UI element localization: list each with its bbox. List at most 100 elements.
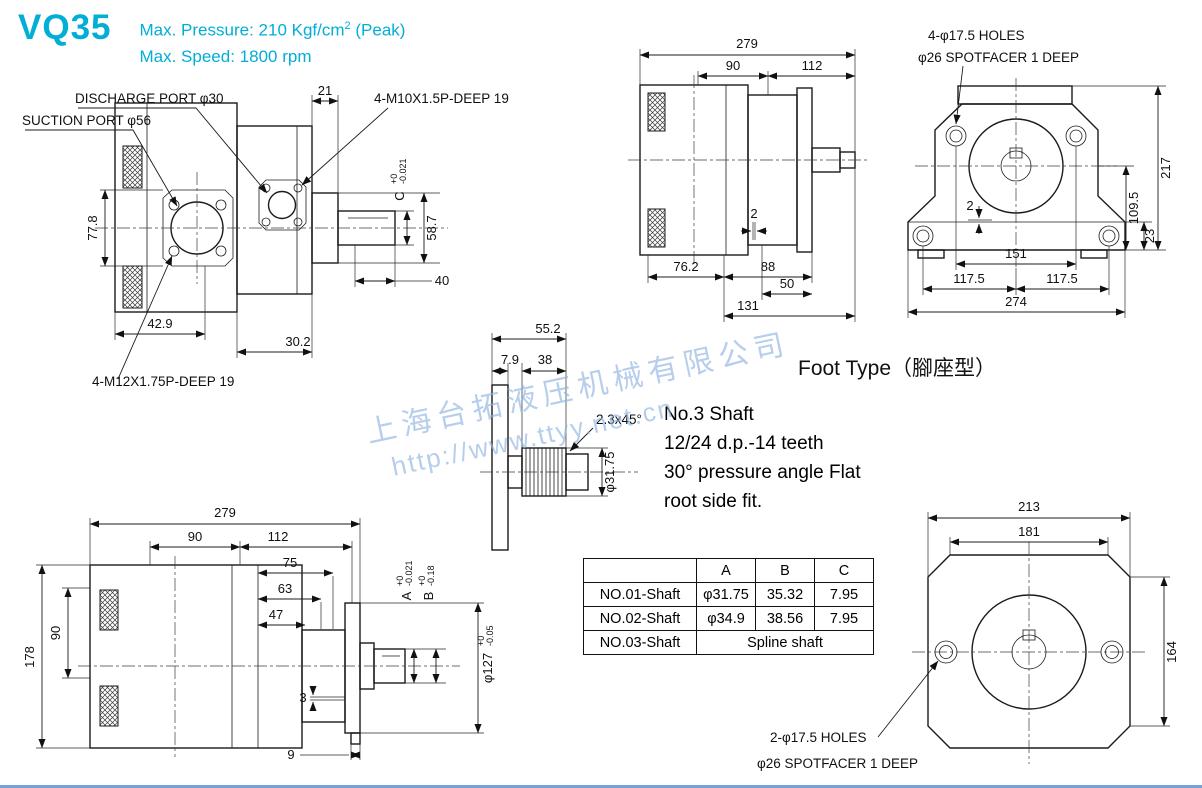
dim-131: 131 (737, 298, 759, 313)
holes-leader (953, 65, 964, 125)
m12-thread-label: 4-M12X1.75P-DEEP 19 (92, 374, 234, 389)
dim-42-9: 42.9 (147, 316, 172, 331)
discharge-flange-outline (258, 179, 307, 231)
dim-2: 2 (966, 198, 973, 213)
table-row: NO.03-Shaft Spline shaft (583, 630, 874, 655)
holes-leader (877, 660, 939, 738)
shaft-note-line-2: 12/24 d.p.-14 teeth (664, 433, 824, 454)
dim-90-left: 90 (48, 626, 63, 640)
dim-178: 178 (22, 646, 37, 668)
dim-117-5-right: 117.5 (1046, 271, 1078, 286)
flange-plate (491, 384, 509, 551)
dim-75: 75 (283, 555, 297, 570)
hatch-pad-bottom (99, 685, 119, 727)
plate-spigot (350, 732, 361, 745)
view-side-section: 21 77.8 C +0 -0.021 58.7 40 42.9 30.2 DI… (22, 83, 509, 389)
dim-213: 213 (1018, 499, 1040, 514)
dim-b-tol-lower: -0.18 (426, 565, 436, 586)
bottom-border-line (0, 785, 1202, 788)
dim-47: 47 (269, 607, 283, 622)
dim-38: 38 (538, 352, 552, 367)
dim-279: 279 (214, 505, 236, 520)
extension-lines (927, 512, 1170, 727)
dim-dia-31-75: φ31.75 (602, 452, 617, 493)
dim-7-9: 7.9 (501, 352, 519, 367)
dim-9: 9 (287, 747, 294, 762)
model-title: VQ35 (18, 8, 112, 47)
foot-type-caption: Foot Type（腳座型） (798, 357, 997, 380)
mounting-plate (344, 602, 361, 734)
dim-63: 63 (278, 581, 292, 596)
table-row: NO.02-Shaft φ34.9 38.56 7.95 (583, 606, 874, 631)
row2-c: 7.95 (814, 606, 874, 631)
svg-text:90: 90 (48, 626, 63, 640)
dim-90: 90 (726, 58, 740, 73)
max-pressure-text: Max. Pressure: 210 Kgf/cm (139, 20, 345, 40)
row2-a: φ34.9 (696, 606, 756, 631)
table-row: NO.01-Shaft φ31.75 35.32 7.95 (583, 582, 874, 607)
shaft-note-line-4: root side fit. (664, 491, 763, 512)
dim-127-tol-upper: +0 (476, 636, 486, 646)
dim-c-tol-upper: +0 (389, 174, 399, 184)
dim-c: C +0 -0.021 (389, 158, 408, 200)
spotface-label: φ26 SPOTFACER 1 DEEP (918, 50, 1079, 65)
dim-50: 50 (780, 276, 794, 291)
row1-a: φ31.75 (696, 582, 756, 607)
svg-text:23: 23 (1142, 229, 1157, 243)
chamfer-label: 2.3x45° (596, 412, 642, 427)
chamfer-leader (569, 427, 594, 452)
mounting-plate (796, 87, 813, 253)
m10-thread-label: 4-M10X1.5P-DEEP 19 (374, 91, 509, 106)
housing-outline (907, 103, 1126, 251)
m10-leader (301, 107, 389, 186)
holes-label: 4-φ17.5 HOLES (928, 28, 1025, 43)
suction-leader (25, 129, 178, 207)
dim-a-tol-upper: +0 (395, 576, 405, 586)
m12-leader (117, 255, 173, 380)
row3-spline: Spline shaft (696, 630, 874, 655)
svg-text:217: 217 (1158, 157, 1173, 179)
row2-b: 38.56 (755, 606, 815, 631)
dim-151: 151 (1005, 246, 1027, 261)
max-specs: Max. Pressure: 210 Kgf/cm2 (Peak) Max. S… (140, 8, 406, 70)
pressure-peak-suffix: (Peak) (350, 20, 406, 40)
dim-30-2: 30.2 (285, 334, 310, 349)
row1-name: NO.01-Shaft (583, 582, 697, 607)
svg-text:178: 178 (22, 646, 37, 668)
dim-b-tol-upper: +0 (417, 576, 427, 586)
body-joint-lines (231, 565, 259, 748)
dim-b: B +0 -0.18 (417, 565, 436, 600)
body-block (89, 564, 303, 749)
page-header: VQ35 Max. Pressure: 210 Kgf/cm2 (Peak) M… (18, 8, 405, 70)
view-top-side: 279 90 112 76.2 88 50 131 2 (628, 36, 868, 322)
holes-label: 2-φ17.5 HOLES (770, 730, 867, 745)
svg-text:164: 164 (1164, 641, 1179, 663)
header-col-b: B (755, 558, 815, 583)
dim-a-letter: A (399, 591, 414, 600)
shaft-spec-table: A B C NO.01-Shaft φ31.75 35.32 7.95 NO.0… (583, 558, 874, 655)
suction-bolt-holes (168, 199, 227, 257)
spotface-label: φ26 SPOTFACER 1 DEEP (757, 756, 918, 771)
pressure-exponent: 2 (344, 20, 351, 32)
svg-text:58.7: 58.7 (424, 215, 439, 240)
discharge-port-circle (267, 190, 297, 220)
max-speed-line: Max. Speed: 1800 rpm (139, 46, 312, 66)
hatch-pad-top (122, 145, 143, 189)
suction-port-label: SUCTION PORT φ56 (22, 113, 151, 128)
dim-112: 112 (268, 529, 289, 544)
dim-3: 3 (299, 690, 306, 705)
dim-217: 217 (1158, 157, 1173, 179)
dim-21: 21 (318, 83, 332, 98)
dim-127-value: φ127 (480, 653, 495, 683)
row1-b: 35.32 (755, 582, 815, 607)
dim-40: 40 (435, 273, 449, 288)
housing-outline (927, 554, 1131, 749)
header-col-a: A (696, 558, 756, 583)
dim-2: 2 (750, 206, 757, 221)
hatch-pad-top (647, 92, 666, 132)
dim-117-5-left: 117.5 (953, 271, 985, 286)
dim-274: 274 (1005, 294, 1027, 309)
foot-pad-right (1080, 249, 1108, 259)
